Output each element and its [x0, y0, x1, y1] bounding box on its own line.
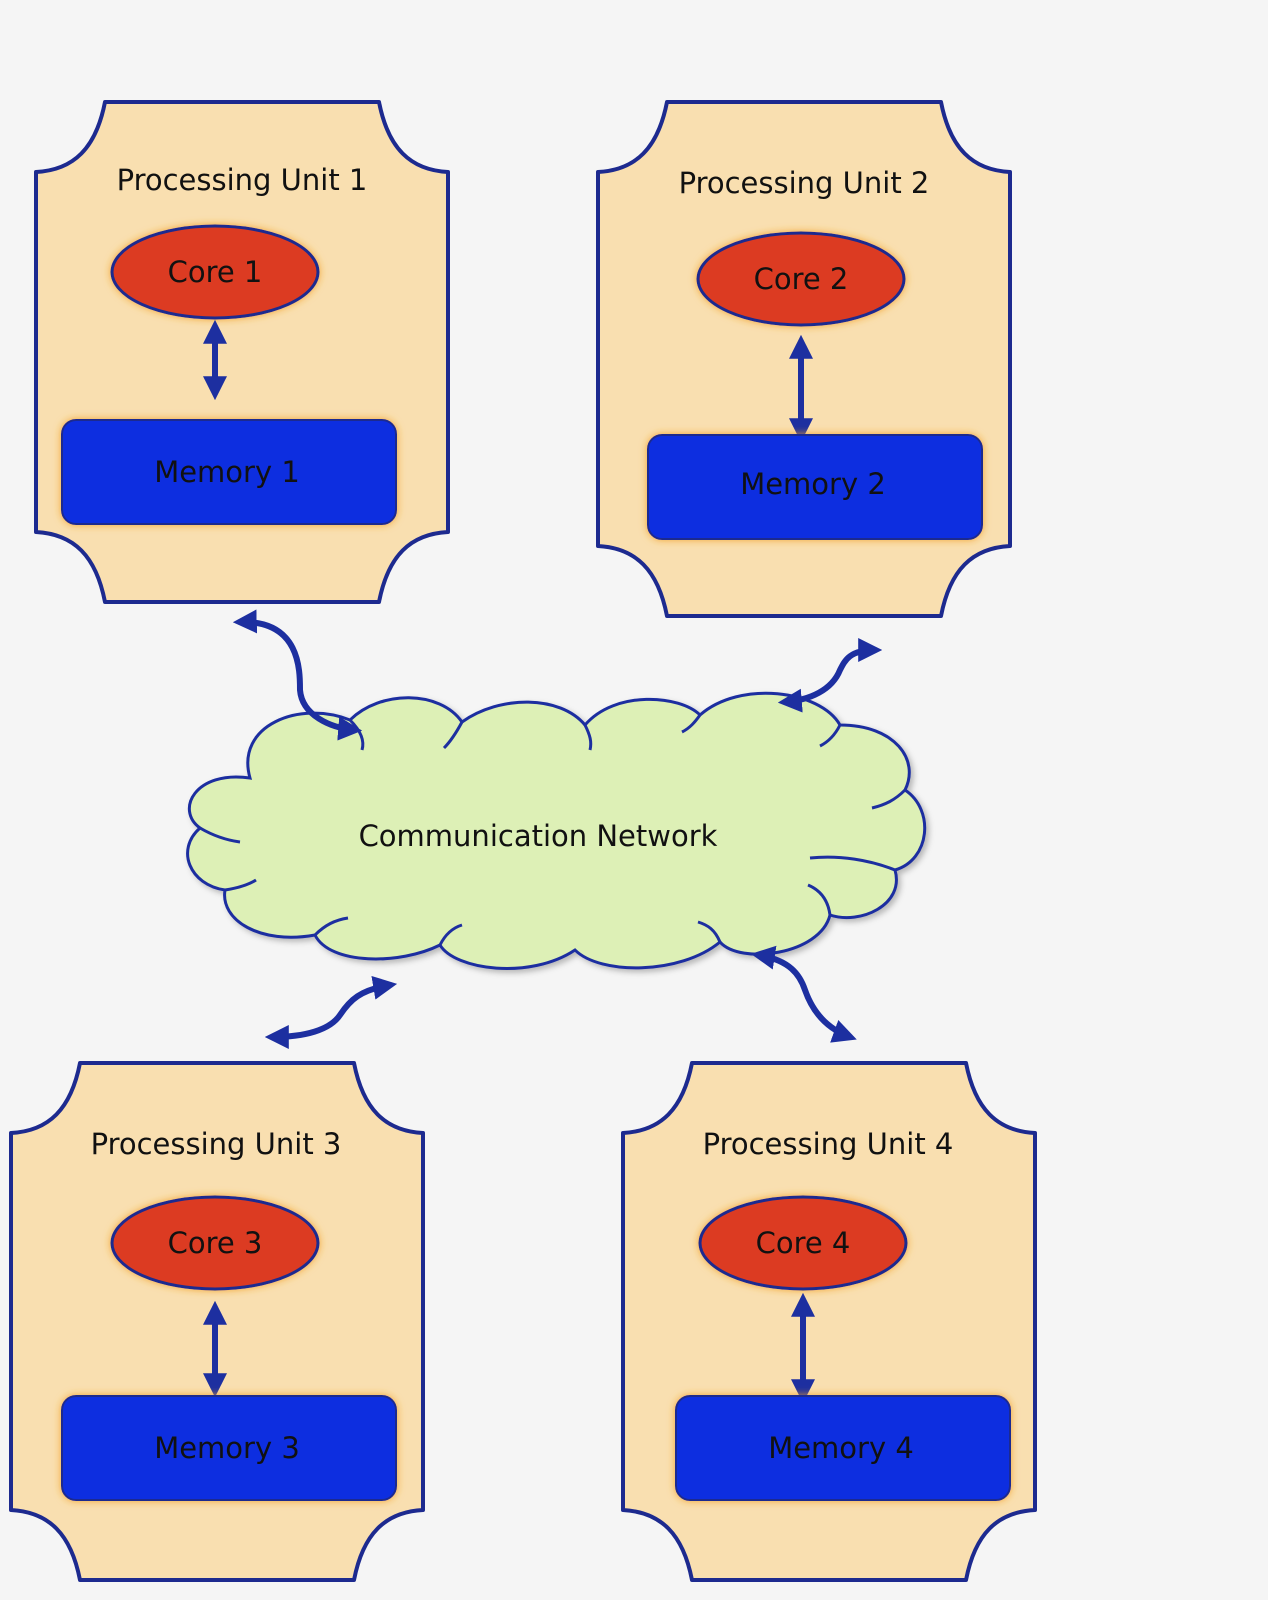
network-links [232, 609, 883, 1049]
network-label: Communication Network [359, 819, 718, 853]
unit-title: Processing Unit 4 [703, 1127, 954, 1161]
unit-title: Processing Unit 3 [91, 1127, 342, 1161]
unit-title: Processing Unit 1 [117, 163, 368, 197]
memory-block [675, 1395, 1011, 1501]
core-label: Core 2 [754, 262, 849, 296]
network-cloud [186, 691, 927, 970]
core-label: Core 1 [168, 255, 263, 289]
processing-unit-1: Processing Unit 1 Core 1 Memory 1 [34, 100, 450, 604]
memory-label: Memory 4 [768, 1431, 914, 1465]
processing-unit-3: Processing Unit 3 Core 3 Memory 3 [9, 1061, 425, 1582]
cloud-inner-strokes [199, 714, 907, 946]
link-unit1-network [232, 609, 363, 741]
link-unit2-network [777, 638, 883, 713]
memory-label: Memory 3 [154, 1431, 300, 1465]
link-unit3-network [264, 975, 398, 1049]
communication-network: Communication Network [186, 691, 927, 970]
link-unit4-network [750, 945, 857, 1043]
processing-unit-2: Processing Unit 2 Core 2 Memory 2 [596, 100, 1012, 618]
processing-unit-4: Processing Unit 4 Core 4 Memory 4 [621, 1061, 1037, 1582]
memory-block [61, 1395, 397, 1501]
core-label: Core 3 [168, 1226, 263, 1260]
core-node [110, 224, 320, 320]
memory-label: Memory 2 [740, 467, 886, 501]
core-node [698, 1195, 908, 1291]
core-label: Core 4 [756, 1226, 851, 1260]
memory-block [61, 419, 397, 525]
processing-units: Processing Unit 1 Core 1 Memory 1 Proces… [9, 100, 1037, 1582]
unit-title: Processing Unit 2 [679, 166, 930, 200]
memory-label: Memory 1 [154, 455, 300, 489]
memory-block [647, 434, 983, 540]
core-node [110, 1195, 320, 1291]
core-node [696, 231, 906, 327]
